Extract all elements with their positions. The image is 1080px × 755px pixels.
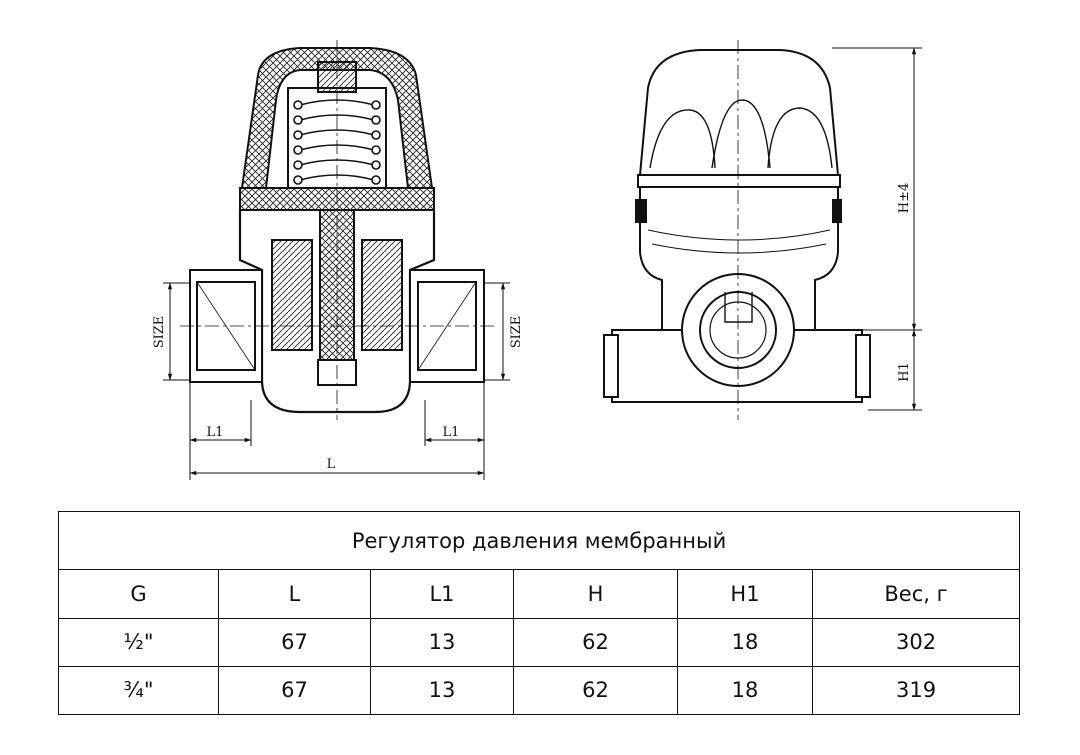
cell-weight: 302 (811, 617, 1021, 667)
header-h1: H1 (677, 569, 813, 619)
section-dimensions (163, 282, 510, 480)
table-header-row: G L L1 H H1 Вес, г (58, 569, 1021, 619)
cap-ring (637, 174, 841, 188)
seat-right (361, 239, 403, 351)
cell-l1: 13 (370, 617, 514, 667)
table-title-row: Регулятор давления мембранный (57, 510, 1021, 571)
external-dimensions (815, 47, 922, 411)
cell-weight: 319 (811, 665, 1021, 716)
h-label: H±4 (897, 183, 912, 214)
header-l1: L1 (370, 569, 514, 619)
header-weight: Вес, г (811, 569, 1021, 619)
table-row: ¾" 67 13 62 18 319 (58, 665, 1021, 716)
table-title: Регулятор давления мембранный (57, 510, 1021, 571)
spec-table: Регулятор давления мембранный G L L1 H H… (57, 510, 1021, 716)
cell-l: 67 (218, 617, 371, 667)
section-view (180, 40, 494, 420)
valve-technical-drawing: SIZE SIZE L1 L1 L H±4 H1 (152, 40, 922, 480)
header-l: L (218, 569, 371, 619)
table-row: ½" 67 13 62 18 302 (58, 617, 1021, 667)
l1-label-right: L1 (443, 425, 460, 440)
external-view (603, 40, 871, 420)
cell-h: 62 (513, 665, 678, 716)
h1-label: H1 (897, 362, 912, 382)
cell-h1: 18 (677, 665, 813, 716)
cell-g: ¾" (58, 665, 219, 716)
size-label-right: SIZE (509, 316, 524, 349)
seat-left (271, 239, 313, 351)
cell-l: 67 (218, 665, 371, 716)
size-label-left: SIZE (152, 316, 167, 349)
l-label: L (327, 457, 336, 472)
spring (293, 99, 381, 185)
cell-g: ½" (58, 617, 219, 667)
header-g: G (58, 569, 219, 619)
valve-body-section (238, 210, 436, 414)
cell-h: 62 (513, 617, 678, 667)
marking-left (635, 199, 647, 223)
cell-h1: 18 (677, 617, 813, 667)
cap-exterior (638, 49, 840, 176)
marking-right (832, 199, 842, 223)
header-h: H (513, 569, 678, 619)
l1-label-left: L1 (207, 425, 224, 440)
cell-l1: 13 (370, 665, 514, 716)
